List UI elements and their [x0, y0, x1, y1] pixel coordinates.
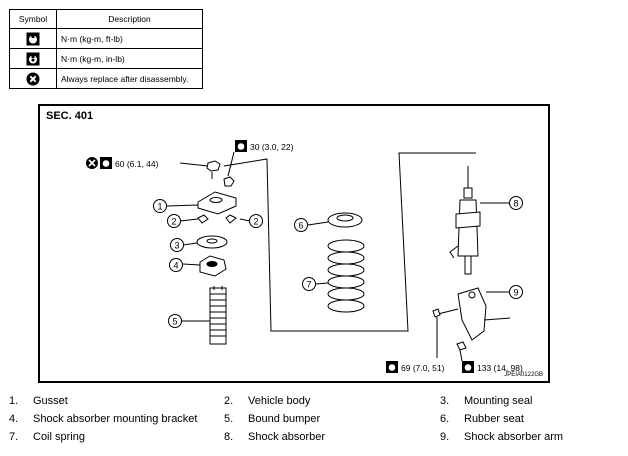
- list-item: 1.Gusset: [9, 395, 68, 407]
- legend-description: N·m (kg-m, ft-lb): [56, 28, 203, 49]
- callout-1: 1: [153, 199, 167, 213]
- svg-text:6: 6: [298, 221, 303, 231]
- torque-spec-133: 133 (14, 98): [459, 349, 523, 373]
- torque-spec-60: 60 (6.1, 44): [86, 157, 209, 169]
- diagram-code: JPEIA0122GB: [504, 372, 543, 378]
- list-item: 9.Shock absorber arm: [440, 431, 564, 443]
- list-item: 4.Shock absorber mounting bracket: [9, 413, 198, 425]
- list-item: 6.Rubber seat: [440, 413, 524, 425]
- shock-absorber-drawing: [449, 166, 481, 275]
- list-item: 7.Coil spring: [9, 431, 85, 443]
- callout-6: 6: [294, 218, 308, 232]
- legend-row: N·m (kg-m, in-lb): [9, 48, 203, 69]
- callout-2: 2: [167, 214, 181, 228]
- svg-text:3: 3: [174, 241, 179, 251]
- legend-description: Always replace after disassembly.: [56, 68, 203, 89]
- svg-text:8: 8: [513, 199, 518, 209]
- torque-wrench-small-icon: [9, 48, 57, 69]
- svg-text:2: 2: [253, 217, 258, 227]
- legend-description: N·m (kg-m, in-lb): [56, 48, 203, 69]
- shock-absorber-arm-drawing: [432, 287, 511, 341]
- legend-row: N·m (kg-m, ft-lb): [9, 28, 203, 49]
- symbol-legend-table: Symbol Description N·m (kg-m, ft-lb) N·m…: [9, 9, 203, 89]
- parts-list: 1.Gusset 2.Vehicle body 3.Mounting seal …: [0, 395, 628, 449]
- torque-spec-30: 30 (3.0, 22): [227, 140, 294, 177]
- callout-7: 7: [302, 277, 316, 291]
- legend-header-description: Description: [56, 9, 203, 29]
- svg-text:7: 7: [306, 280, 311, 290]
- callout-5: 5: [168, 314, 182, 328]
- callout-4: 4: [169, 258, 183, 272]
- callout-3: 3: [170, 238, 184, 252]
- torque-value-133: 133 (14, 98): [477, 363, 523, 373]
- parts-row: 7.Coil spring 8.Shock absorber 9.Shock a…: [0, 431, 628, 449]
- torque-wrench-icon: [9, 28, 57, 49]
- callout-8: 8: [509, 196, 523, 210]
- callout-9: 9: [509, 285, 523, 299]
- legend-header-symbol: Symbol: [9, 9, 57, 29]
- svg-text:5: 5: [172, 317, 177, 327]
- list-item: 3.Mounting seal: [440, 395, 533, 407]
- exploded-view-diagram: SEC. 401 60 (6.1, 44) 30 (3.0, 22): [38, 104, 550, 383]
- bound-bumper-drawing: [209, 286, 227, 345]
- section-label: SEC. 401: [46, 110, 94, 122]
- parts-row: 1.Gusset 2.Vehicle body 3.Mounting seal: [0, 395, 628, 413]
- svg-text:4: 4: [173, 261, 178, 271]
- callout-2: 2: [249, 214, 263, 228]
- svg-text:1: 1: [157, 202, 162, 212]
- svg-text:9: 9: [513, 288, 518, 298]
- svg-text:2: 2: [171, 217, 176, 227]
- list-item: 8.Shock absorber: [224, 431, 326, 443]
- coil-spring-drawing: [327, 239, 365, 313]
- always-replace-icon: [9, 68, 57, 89]
- list-item: 5.Bound bumper: [224, 413, 321, 425]
- list-item: 2.Vehicle body: [224, 395, 311, 407]
- torque-spec-69: 69 (7.0, 51): [386, 317, 445, 373]
- torque-value-69: 69 (7.0, 51): [401, 363, 445, 373]
- torque-value-30: 30 (3.0, 22): [250, 142, 294, 152]
- parts-row: 4.Shock absorber mounting bracket 5.Boun…: [0, 413, 628, 431]
- torque-value-60: 60 (6.1, 44): [115, 159, 159, 169]
- exploded-view-artwork: 60 (6.1, 44) 30 (3.0, 22): [86, 140, 523, 373]
- legend-row: Always replace after disassembly.: [9, 68, 203, 89]
- legend-header-row: Symbol Description: [9, 9, 203, 29]
